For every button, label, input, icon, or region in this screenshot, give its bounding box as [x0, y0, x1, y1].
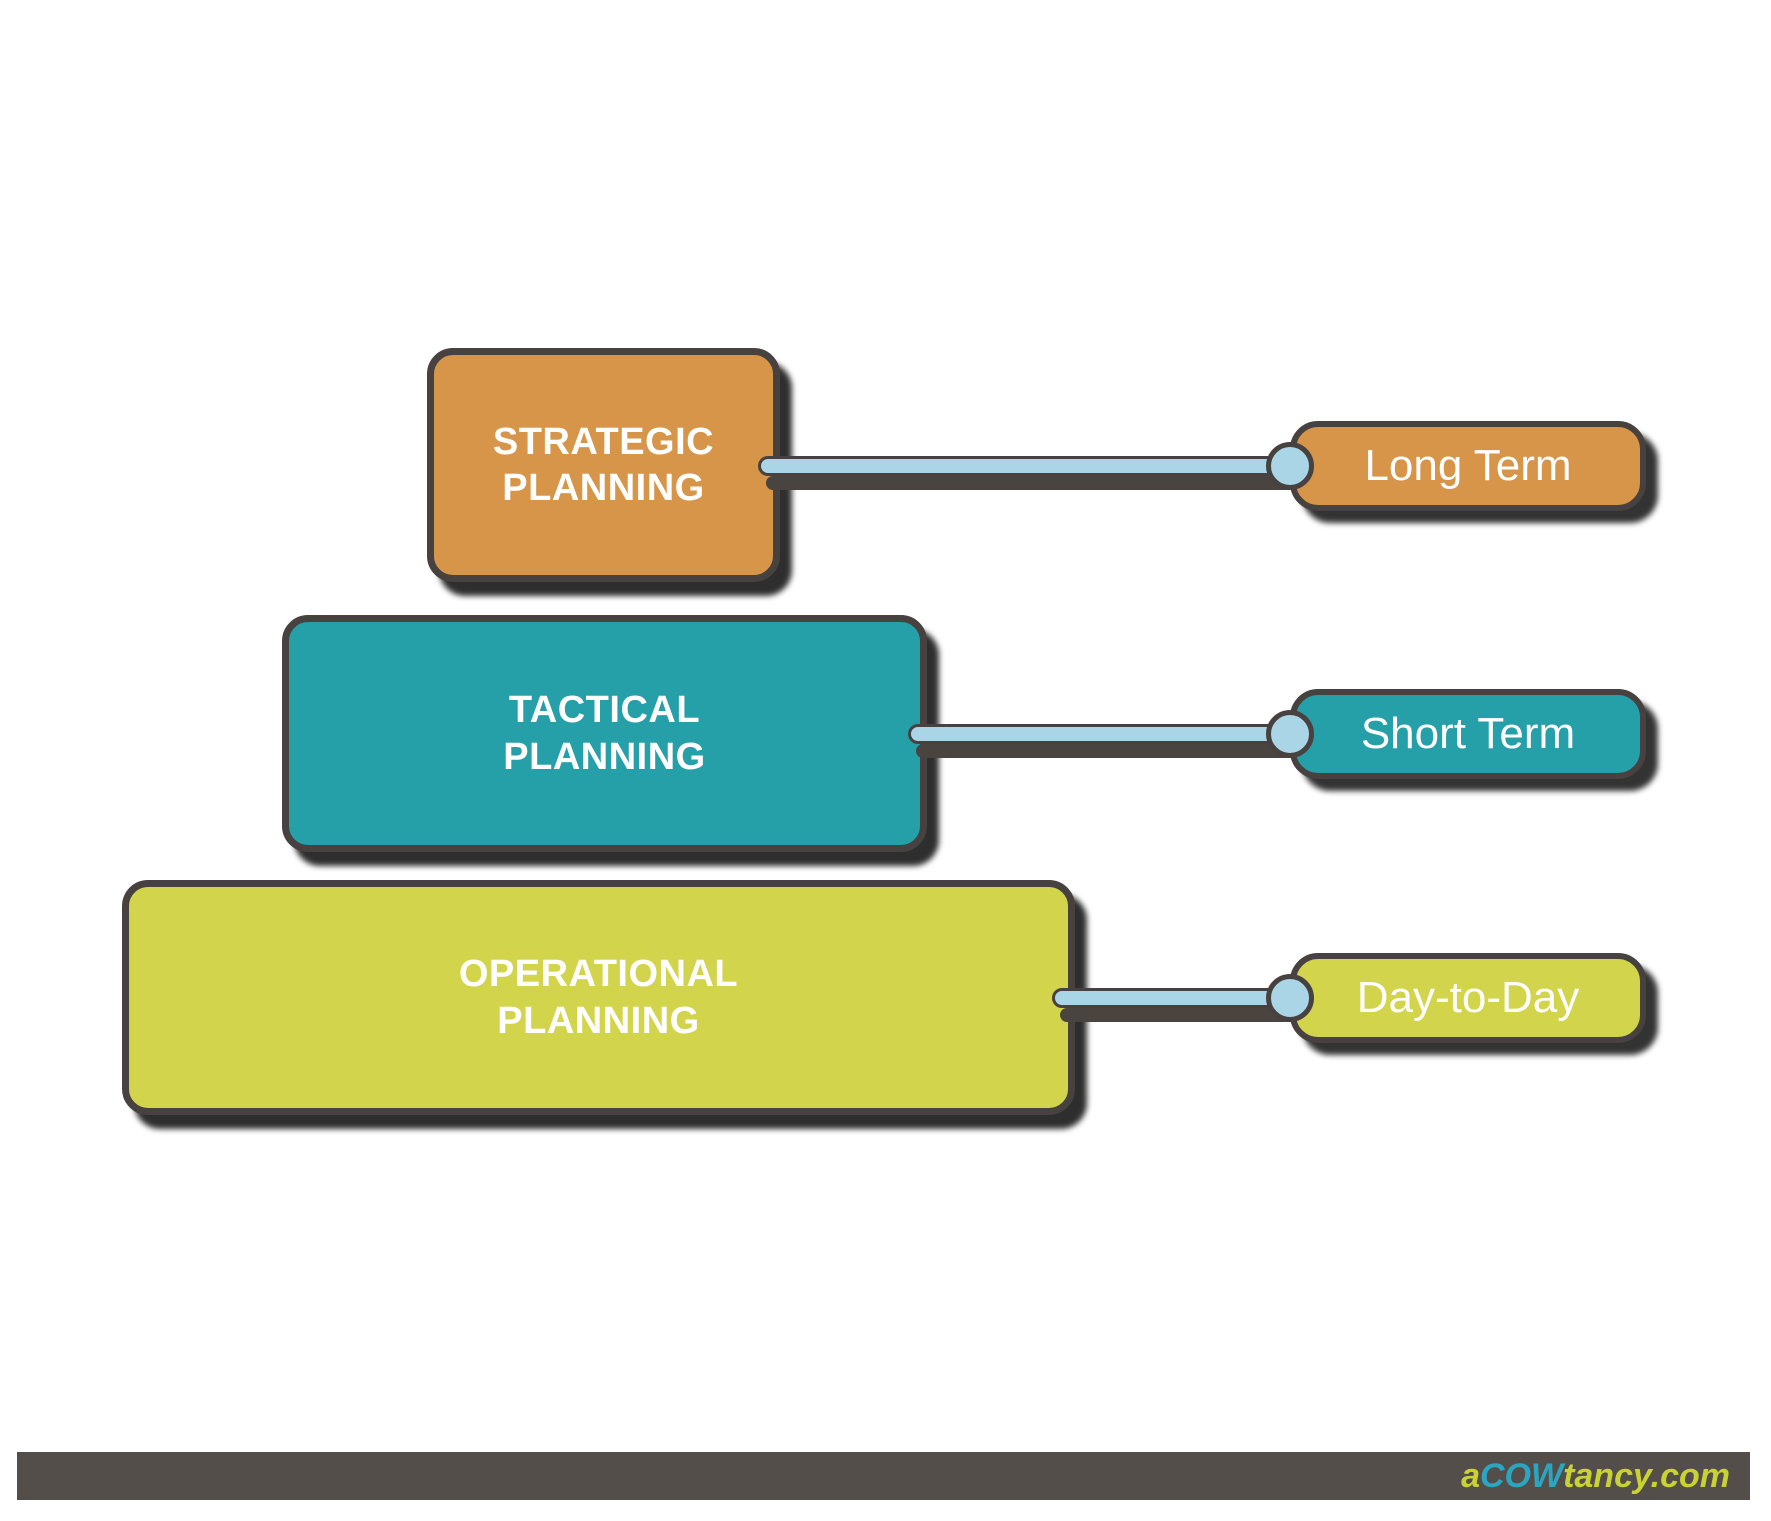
connector-line-tactical — [908, 724, 1304, 744]
connector-dot-strategic — [1266, 442, 1314, 490]
day-to-day-label: Day-to-Day — [1356, 973, 1580, 1022]
acowtancy-logo: aCOWtancy.com — [1461, 1457, 1730, 1496]
operational-planning-box: OPERATIONAL PLANNING — [122, 880, 1075, 1115]
short-term-label: Short Term — [1360, 709, 1576, 758]
strategic-planning-label: STRATEGIC PLANNING — [493, 419, 714, 512]
tactical-title-line1: TACTICAL — [508, 689, 701, 732]
tactical-planning-label: TACTICAL PLANNING — [503, 687, 705, 780]
short-term-tag: Short Term — [1290, 689, 1646, 779]
logo-part-cow: COW — [1479, 1456, 1564, 1495]
connector-line-strategic — [758, 456, 1304, 476]
tactical-title-line2: PLANNING — [503, 735, 706, 778]
footer-bar: aCOWtancy.com — [17, 1452, 1750, 1500]
strategic-title-line1: STRATEGIC — [492, 420, 715, 463]
day-to-day-tag: Day-to-Day — [1290, 953, 1646, 1043]
operational-title-line1: OPERATIONAL — [458, 953, 739, 996]
operational-title-line2: PLANNING — [497, 999, 700, 1042]
long-term-tag: Long Term — [1290, 421, 1646, 511]
connector-dot-tactical — [1266, 710, 1314, 758]
connector-dot-operational — [1266, 974, 1314, 1022]
connector-shadow-strategic — [766, 476, 1300, 490]
operational-planning-label: OPERATIONAL PLANNING — [459, 951, 738, 1044]
logo-part-tancy: tancy.com — [1563, 1456, 1730, 1495]
long-term-label: Long Term — [1364, 441, 1572, 490]
strategic-planning-box: STRATEGIC PLANNING — [427, 348, 780, 582]
tactical-planning-box: TACTICAL PLANNING — [282, 615, 927, 852]
connector-shadow-operational — [1060, 1008, 1300, 1022]
logo-part-a: a — [1461, 1456, 1480, 1495]
strategic-title-line2: PLANNING — [502, 467, 705, 509]
connector-shadow-tactical — [916, 744, 1300, 758]
